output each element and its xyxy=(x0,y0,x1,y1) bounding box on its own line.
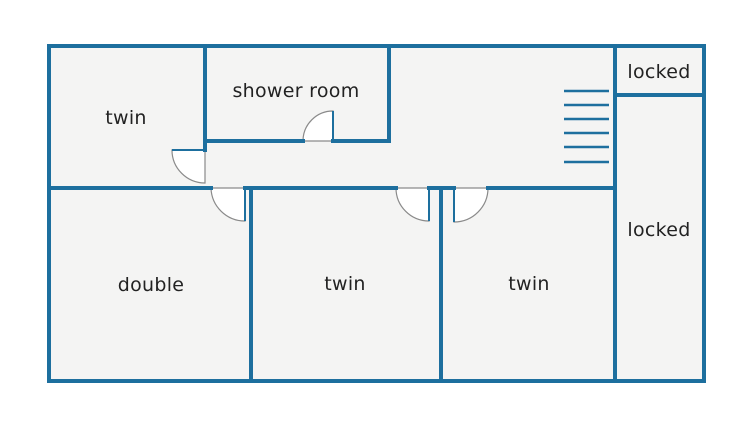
room-label-double: double xyxy=(118,274,185,296)
door-twin-right xyxy=(453,187,489,223)
room-label-twin-top-left: twin xyxy=(105,107,147,129)
room-label-twin-right: twin xyxy=(508,273,550,295)
door-twin-top-left xyxy=(171,149,206,184)
door-shower-room xyxy=(302,110,334,142)
stairs xyxy=(564,89,609,164)
walls xyxy=(47,44,706,383)
door-twin-middle xyxy=(395,187,430,222)
room-label-twin-middle: twin xyxy=(324,273,366,295)
doors xyxy=(171,110,489,223)
door-double xyxy=(210,187,246,222)
room-label-shower-room: shower room xyxy=(232,80,359,102)
outer-wall xyxy=(47,44,706,383)
floor-area xyxy=(49,46,704,381)
room-label-locked-tall: locked xyxy=(627,219,690,241)
room-label-locked-small: locked xyxy=(627,61,690,83)
